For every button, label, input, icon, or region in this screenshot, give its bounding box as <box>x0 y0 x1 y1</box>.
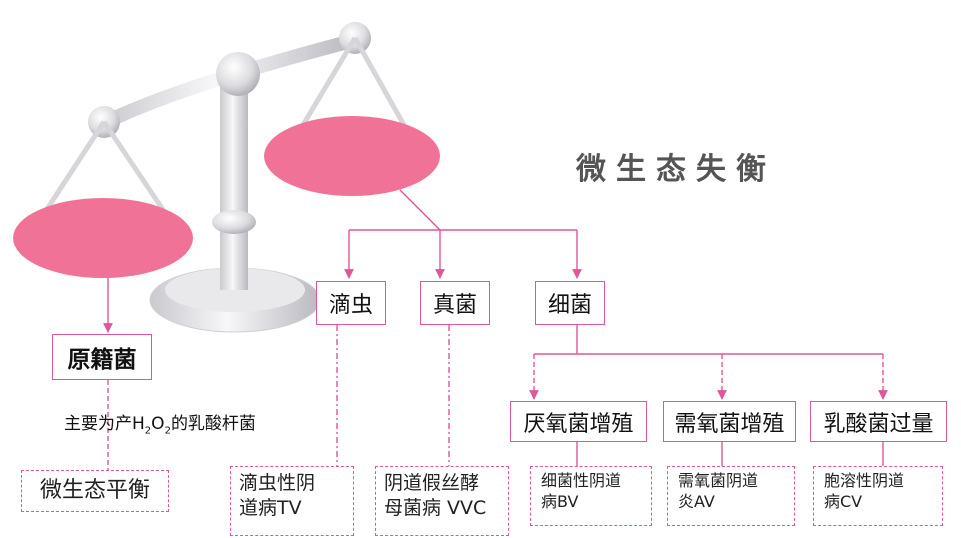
balance-scale-illustration <box>13 22 440 333</box>
av-line-2: 炎AV <box>678 491 715 511</box>
diagram-title: 微生态失衡 <box>576 152 776 187</box>
box-anaerobic-proliferation: 厌氧菌增殖 <box>510 401 647 442</box>
bv-line-1: 细菌性阴道 <box>541 471 622 490</box>
vvc-line-1: 阴道假丝酵 <box>384 472 480 494</box>
av-line-1: 需氧菌阴道 <box>678 471 759 490</box>
left-pan <box>13 198 193 278</box>
native-bacteria-description: 主要为产H2O2的乳酸杆菌 <box>64 414 256 437</box>
cv-line-2: 病CV <box>824 491 863 511</box>
box-tv: 滴虫性阴 道病TV <box>230 466 354 536</box>
box-native-bacteria: 原籍菌 <box>52 334 152 380</box>
box-fungus: 真菌 <box>420 281 490 325</box>
box-microecology-balance: 微生态平衡 <box>21 470 169 512</box>
box-aerobic-proliferation: 需氧菌增殖 <box>663 401 796 442</box>
cv-line-1: 胞溶性阴道 <box>824 471 905 490</box>
box-cv: 胞溶性阴道 病CV <box>813 466 943 526</box>
right-pan <box>264 116 440 196</box>
connectors <box>103 189 888 470</box>
tv-line-1: 滴虫性阴 <box>239 472 316 494</box>
box-bv: 细菌性阴道 病BV <box>530 466 652 526</box>
box-vvc: 阴道假丝酵 母菌病 VVC <box>375 466 509 536</box>
box-bacteria: 细菌 <box>535 281 605 325</box>
vvc-line-2: 母菌病 VVC <box>384 496 487 519</box>
box-lactobacillus-excess: 乳酸菌过量 <box>810 401 947 442</box>
tv-line-2: 道病TV <box>239 496 302 519</box>
box-av: 需氧菌阴道 炎AV <box>667 466 795 526</box>
box-trichomonas: 滴虫 <box>316 281 386 325</box>
bv-line-2: 病BV <box>541 491 579 511</box>
